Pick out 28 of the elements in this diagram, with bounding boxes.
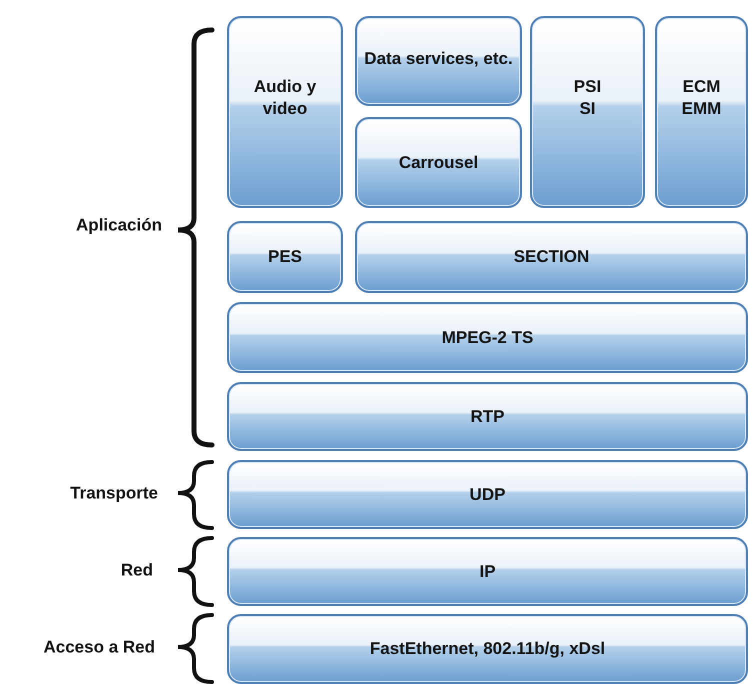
protocol-box xyxy=(355,117,522,208)
protocol-box xyxy=(227,382,748,451)
protocol-box xyxy=(227,302,748,373)
protocol-box xyxy=(655,16,748,208)
protocol-box xyxy=(227,16,343,208)
box-label: FastEthernet, 802.11b/g, xDsl xyxy=(370,638,606,660)
protocol-box xyxy=(227,460,748,529)
box-label: Carrousel xyxy=(398,152,478,174)
box-label: MPEG-2 TS xyxy=(442,326,534,348)
layer-label: Acceso a Red xyxy=(44,636,155,658)
box-label: Data services, etc. xyxy=(364,48,514,70)
layer-label: Red xyxy=(120,559,153,582)
box-label: UDP xyxy=(470,484,506,506)
box-label: SECTION xyxy=(514,246,590,268)
protocol-box xyxy=(355,221,748,293)
protocol-box xyxy=(227,614,748,684)
protocol-box xyxy=(355,16,522,106)
protocol-box xyxy=(530,16,645,208)
box-label: PES xyxy=(268,246,302,268)
protocol-box xyxy=(227,221,343,293)
protocol-box xyxy=(227,537,748,606)
box-label: Audio y video xyxy=(252,76,318,120)
box-label: RTP xyxy=(470,406,504,428)
layer-label: Transporte xyxy=(70,482,158,504)
layer-label: Aplicación xyxy=(76,214,162,236)
box-label: PSI SI xyxy=(572,76,602,120)
box-label: IP xyxy=(479,560,496,582)
box-label: ECM EMM xyxy=(680,76,722,120)
